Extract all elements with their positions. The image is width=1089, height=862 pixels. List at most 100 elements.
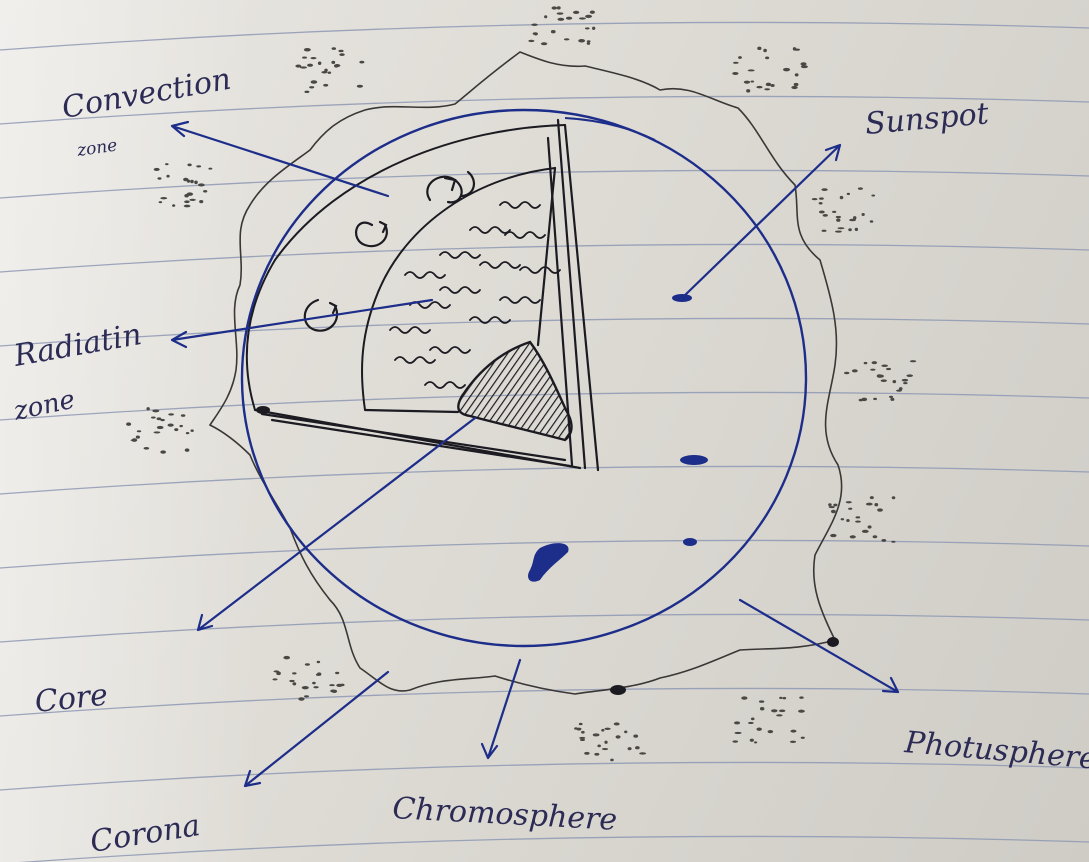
ruled-line [0, 688, 1089, 716]
label-radiation-zone: zone [10, 385, 77, 427]
stipple-dot [633, 735, 638, 738]
stipple-dot [844, 372, 850, 375]
stipple-dot [833, 504, 837, 507]
stipple-dot [557, 18, 564, 21]
stipple-dot [891, 541, 895, 543]
stipple-dot [160, 419, 165, 421]
stipple-dot [858, 187, 863, 189]
stipple-dot [871, 194, 875, 196]
stipple-dot [137, 430, 141, 432]
stipple-dot [889, 396, 893, 398]
stipple-dot [748, 69, 755, 71]
stipple-dot [862, 213, 865, 216]
stipple-dot [304, 48, 311, 52]
stipple-dot [208, 168, 212, 170]
stipple-dot [594, 753, 599, 756]
corona-arrow [245, 672, 388, 786]
stipple-dot [165, 163, 169, 165]
stipple-dot [172, 204, 175, 207]
stipple-dot [793, 47, 796, 50]
stipple-dot [738, 56, 742, 59]
stipple-dot [801, 65, 808, 68]
stipple-dot [821, 188, 827, 191]
stipple-dot [585, 27, 590, 29]
stipple-dot [799, 696, 803, 699]
stipple-dot [870, 220, 874, 223]
stipple-dot [179, 425, 183, 427]
stipple-dot [289, 680, 294, 682]
squiggle [425, 382, 465, 388]
stipple-dot [847, 193, 850, 195]
stipple-dot [298, 697, 304, 700]
stipple-dot [801, 737, 805, 739]
stipple-dot [544, 15, 547, 18]
label-photosphere: Photusphere [902, 725, 1089, 777]
stipple-dot [534, 33, 538, 35]
stipple-dot [741, 696, 747, 699]
stipple-dot [604, 728, 610, 730]
stipple-dot [312, 682, 316, 685]
stipple-dot [823, 214, 828, 217]
stipple-dot [870, 369, 876, 371]
stipple-dot [779, 697, 782, 699]
stipple-dot [836, 216, 841, 218]
stipple-dot [846, 501, 852, 503]
stipple-dot [639, 752, 646, 754]
stipple-dot [187, 163, 191, 166]
stipple-dot [765, 57, 769, 60]
stipple-dot [750, 739, 754, 742]
stipple-dot [184, 205, 191, 208]
stipple-dot [576, 728, 581, 731]
stipple-dot [779, 710, 785, 713]
stipple-dot [541, 42, 547, 45]
stipple-dot [272, 678, 277, 680]
stipple-dot [332, 47, 336, 50]
stipple-dot [566, 17, 572, 20]
stipple-dot [157, 426, 164, 429]
stipple-dot [579, 723, 583, 726]
stipple-dot [732, 72, 738, 75]
stipple-dot [335, 672, 339, 674]
stipple-dot [329, 684, 334, 686]
stipple-dot [757, 47, 761, 50]
stipple-dot [850, 535, 856, 538]
stipple-dot [185, 448, 190, 452]
sunspot-arrow [682, 145, 840, 298]
stipple-dot [819, 211, 825, 214]
stipple-dot [744, 81, 750, 84]
stipple-dot [906, 374, 912, 377]
stipple-dot [848, 508, 852, 510]
stipple-dot [624, 731, 627, 734]
stipple-dot [585, 15, 592, 18]
stipple-dot [295, 65, 301, 68]
radiation-arrow [172, 300, 432, 347]
stipple-dot [327, 72, 331, 74]
stipple-dot [849, 219, 856, 222]
stipple-dot [760, 707, 764, 710]
stipple-dot [783, 68, 790, 71]
stipple-dot [800, 62, 806, 65]
stipple-dot [311, 80, 318, 84]
stipple-dot [848, 228, 852, 231]
stipple-dot [144, 447, 150, 450]
stipple-dot [602, 748, 608, 750]
stipple-dot [852, 369, 858, 372]
label-chromosphere: Chromosphere [392, 791, 618, 838]
stipple-dot [321, 71, 327, 73]
stipple-dot [771, 709, 777, 712]
stipple-dot [580, 739, 585, 741]
stipple-dot [181, 414, 186, 417]
squiggle [470, 227, 510, 233]
stipple-dot [190, 429, 193, 432]
stipple-dot [790, 730, 796, 733]
stipple-dot [590, 11, 595, 14]
ruled-line [0, 762, 1089, 790]
stipple-dot [798, 710, 805, 713]
stipple-dot [184, 200, 190, 203]
stipple-dot [196, 165, 201, 167]
stipple-dot [174, 428, 178, 431]
stipple-dot [159, 201, 163, 203]
squiggle [505, 232, 545, 238]
stipple-dot [186, 432, 190, 434]
